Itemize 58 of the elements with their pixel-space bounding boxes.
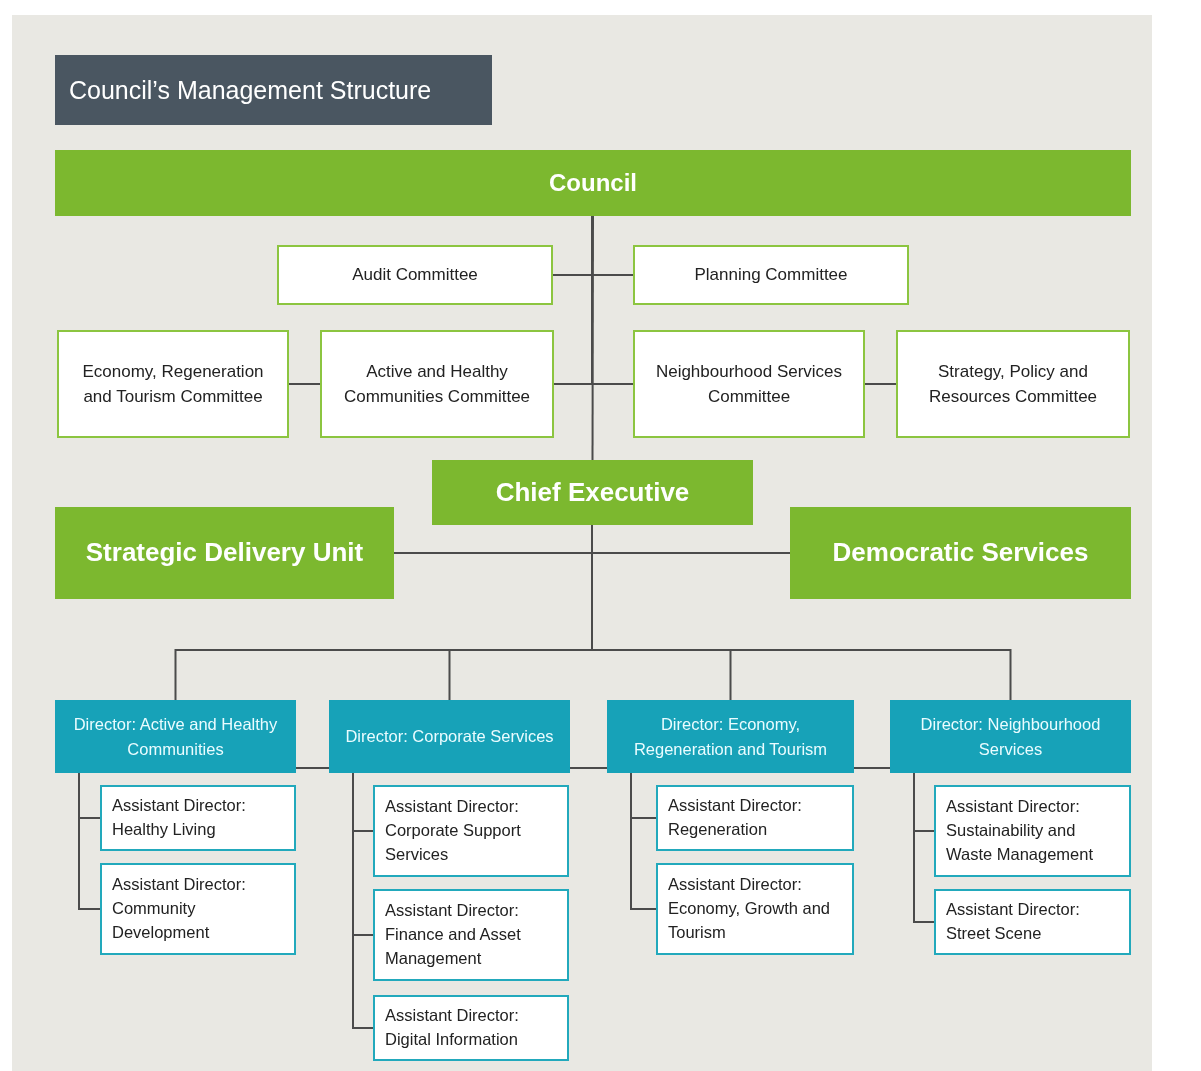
connector-line	[569, 767, 608, 769]
node-label: Assistant Director: Community Development	[112, 874, 247, 943]
node-label: Assistant Director: Digital Information	[385, 1005, 520, 1050]
assistant-director-box	[656, 785, 854, 851]
connector-line	[591, 215, 594, 461]
node-label: Audit Committee	[351, 264, 479, 287]
node-label: Director: Neighbourhood Services	[919, 713, 1102, 760]
node-label: Active and Healthy Communities Committee	[342, 360, 532, 408]
node-label: Assistant Director: Healthy Living	[112, 795, 247, 840]
assistant-director-box	[100, 785, 296, 851]
node-label: Director: Economy, Regeneration and Tourism	[632, 713, 829, 760]
committee-box	[896, 330, 1130, 438]
committee-box	[57, 330, 289, 438]
committee-box	[277, 245, 553, 305]
assistant-director-box	[656, 863, 854, 955]
committee-box	[633, 245, 909, 305]
director-box	[55, 700, 296, 773]
assistant-director-box	[373, 995, 569, 1061]
director-box	[329, 700, 570, 773]
connector-line	[78, 772, 101, 910]
connector-line	[288, 383, 321, 385]
node-label: Economy, Regeneration and Tourism Committee	[81, 360, 265, 408]
unit-box	[790, 507, 1131, 599]
node-label: Democratic Services	[831, 536, 1090, 570]
assistant-director-box	[100, 863, 296, 955]
node-label: Director: Corporate Services	[344, 726, 555, 748]
unit-box	[55, 507, 394, 599]
committee-box	[633, 330, 865, 438]
connector-line	[630, 772, 657, 910]
node-label: Planning Committee	[693, 264, 849, 287]
node-label: Assistant Director: Economy, Growth and Tourism	[668, 874, 832, 943]
connector-line	[295, 767, 330, 769]
committee-box	[320, 330, 554, 438]
council-band	[55, 150, 1131, 216]
node-label: Director: Active and Healthy Communities	[72, 713, 279, 760]
node-label: Assistant Director: Regeneration	[668, 795, 803, 840]
node-label: Council	[548, 169, 638, 197]
connector-line	[352, 772, 374, 1029]
node-label: Assistant Director: Street Scene	[946, 899, 1081, 944]
director-box	[607, 700, 854, 773]
assistant-director-box	[373, 889, 569, 981]
node-label: Neighbourhood Services Committee	[654, 360, 844, 408]
node-label: Assistant Director: Corporate Support Services	[385, 796, 522, 865]
assistant-director-box	[934, 889, 1131, 955]
node-label: Assistant Director: Sustainability and Waste Management	[946, 796, 1095, 865]
assistant-director-box	[934, 785, 1131, 877]
director-box	[890, 700, 1131, 773]
connector-line	[591, 215, 634, 385]
title-banner: Council’s Management Structure	[55, 55, 492, 125]
node-label: Strategy, Policy and Resources Committee	[927, 360, 1099, 408]
node-label: Assistant Director: Finance and Asset Management	[385, 900, 522, 969]
unit-box	[432, 460, 753, 525]
node-label: Chief Executive	[494, 475, 691, 509]
connector-line	[913, 772, 935, 923]
connector-line	[864, 383, 897, 385]
assistant-director-box	[373, 785, 569, 877]
connector-line	[853, 767, 891, 769]
node-label: Strategic Delivery Unit	[84, 536, 365, 570]
